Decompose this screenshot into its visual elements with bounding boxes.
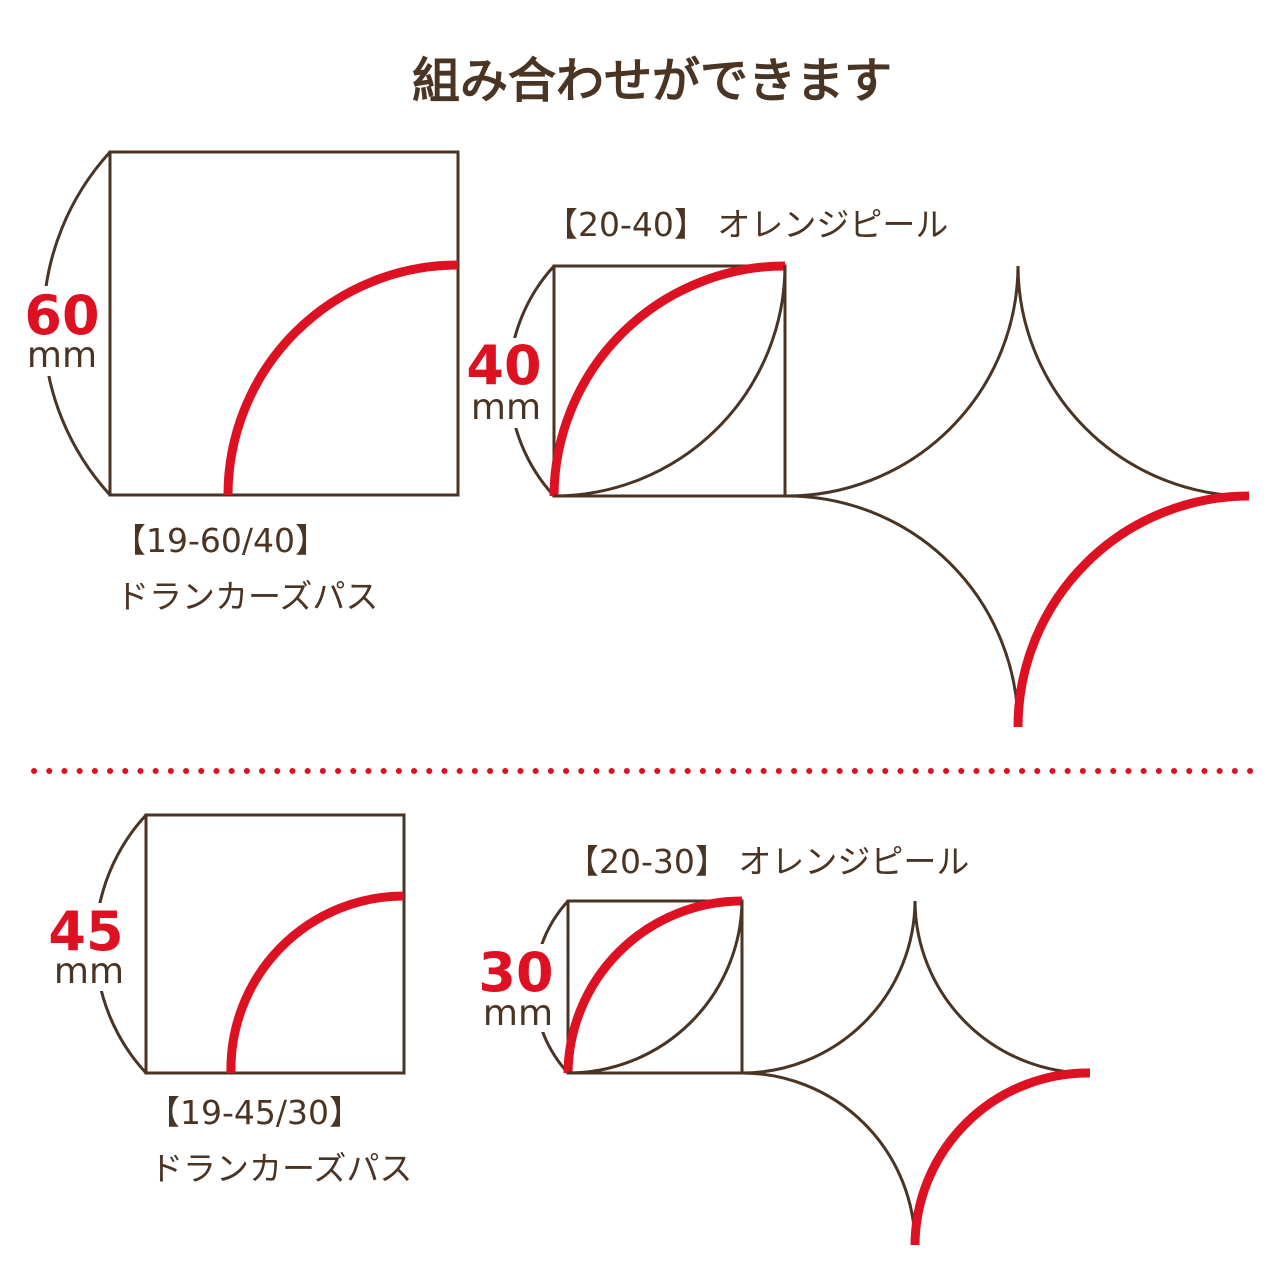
product-code: 【19-60/40】 <box>113 521 328 560</box>
label-mask <box>478 944 562 1032</box>
label-mask <box>46 903 136 991</box>
combined-star-shape <box>741 900 1091 1246</box>
orange-peel-label: 【20-30】 オレンジピール <box>566 842 969 881</box>
star-arc <box>741 900 917 1075</box>
square-outline <box>566 899 744 1075</box>
red-curve <box>910 1068 1091 1246</box>
red-curve <box>549 261 786 497</box>
product-code: 【19-45/30】 <box>147 1093 362 1132</box>
size-unit: mm <box>471 387 541 428</box>
size-value: 30 <box>478 941 553 1004</box>
red-curve <box>563 896 743 1074</box>
orange-peel-30-template <box>533 896 744 1075</box>
peel-curve <box>567 900 744 1075</box>
square-outline <box>108 150 460 497</box>
label-mask <box>466 338 546 428</box>
square-outline <box>552 264 787 498</box>
star-arc <box>741 1071 917 1246</box>
square-outline <box>144 813 406 1075</box>
size-unit: mm <box>27 335 97 376</box>
orange-peel-40-template <box>507 261 787 498</box>
size-value: 45 <box>48 900 123 963</box>
star-arc <box>784 494 1020 728</box>
size-unit: mm <box>54 951 124 992</box>
page-title: 組み合わせができます <box>412 53 892 109</box>
red-curve <box>1013 491 1250 728</box>
star-arc <box>1016 265 1250 498</box>
product-name: ドランカーズパス <box>116 577 378 616</box>
peel-curve <box>553 265 787 498</box>
red-curve <box>223 260 459 496</box>
label-mask <box>22 286 100 376</box>
combined-star-shape <box>784 265 1250 728</box>
star-arc <box>913 900 1091 1075</box>
red-curve <box>226 891 405 1074</box>
drunkards-path-60-template <box>41 150 460 497</box>
star-arc <box>784 265 1020 498</box>
size-value: 40 <box>466 334 541 397</box>
product-name: ドランカーズパス <box>150 1149 412 1188</box>
drunkards-path-45-template <box>94 813 406 1075</box>
orange-peel-label: 【20-40】 オレンジピール <box>545 205 948 244</box>
size-unit: mm <box>483 993 553 1034</box>
size-value: 60 <box>24 284 99 347</box>
